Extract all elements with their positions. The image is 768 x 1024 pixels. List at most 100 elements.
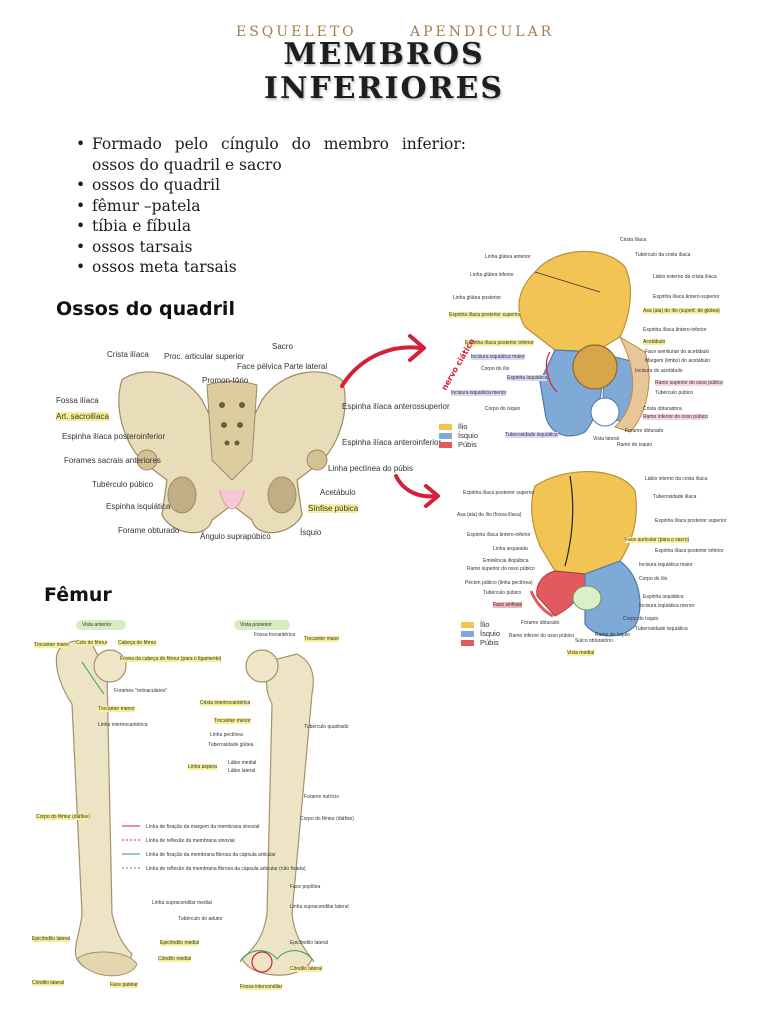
label-face-poplitea: Face poplítea	[290, 884, 321, 890]
label-condilo-medial: Côndilo medial	[158, 956, 192, 962]
legend-isquio: Ísquio	[480, 629, 501, 638]
legend-hip-lateral: Ílio Ísquio Púbis	[439, 422, 478, 449]
label-espinha-as: Espinha ilíaca ântero-superior	[653, 294, 720, 300]
label-espinha-ai: Espinha ilíaca ântero-inferior	[467, 532, 531, 538]
label-promontorio: Promon-tório	[202, 376, 249, 385]
label-face-auricular: Face auricular (para o sacro)	[625, 537, 690, 543]
label-pecten: Pécten púbico (linha pectínea)	[465, 580, 533, 586]
arrow-to-lateral-view-icon	[340, 334, 426, 388]
label-forames-sacrais: Forames sacrais anteriores	[64, 456, 161, 465]
title-line-2: INFERIORES	[263, 71, 505, 106]
label-acetabulo: Acetábulo	[643, 339, 666, 345]
legend-ilio: Ílio	[458, 422, 468, 431]
title-line-1: MEMBROS	[283, 37, 485, 72]
label-linha-glutea-anterior: Linha glútea anterior	[485, 254, 531, 260]
section-heading-femur: Fêmur	[44, 584, 112, 606]
label-espinha-isquiatica: Espinha isquiática	[106, 502, 171, 511]
label-sulco-obturatorio: Sulco obturatório	[575, 638, 613, 644]
label-trocanter-maior-ant: Trocanter maior	[34, 642, 70, 648]
label-incisura-isq-menor: Incisura isquiática menor	[639, 603, 695, 609]
label-cabeca-femur: Cabeça do fêmur	[118, 640, 157, 646]
section-heading-hip: Ossos do quadril	[56, 298, 235, 320]
label-espinha-pi: Espinha ilíaca posterior inferior	[465, 340, 534, 346]
bullet-item: tíbia e fíbula	[76, 216, 466, 237]
label-linha-intertrocanterica: Linha intertrocantérica	[98, 722, 148, 728]
label-condilo-lateral-ant: Côndilo lateral	[32, 980, 64, 986]
label-linha-fixacao-fibrosa: Linha de fixação da membrana fibrosa da …	[146, 852, 276, 858]
femur-illustration: Vista anterior Vista posterior Trocanter…	[32, 614, 354, 998]
label-labio-externo: Lábio externo da crista ilíaca	[653, 274, 717, 280]
label-tuberculo-quadrado: Tubérculo quadrado	[304, 724, 349, 730]
label-ramo-inferior-pubis: Ramo inferior do osso púbico	[643, 414, 709, 420]
hip-medial-drawing	[529, 470, 641, 637]
label-ramo-inferior-pubis: Ramo inferior do osso púbico	[509, 633, 575, 639]
label-espinha-ai: Espinha ilíaca anteroinferior	[342, 438, 442, 447]
label-face-semilunar: Face semilunar do acetábulo	[645, 349, 710, 355]
femur-drawing	[55, 620, 315, 977]
label-forame-obturado: Forame obturado	[521, 620, 560, 626]
label-parte-lateral: Parte lateral	[284, 362, 328, 371]
label-vista-posterior: Vista posterior	[240, 622, 272, 628]
hip-medial-illustration: Lábio interno da crista ilíaca Tuberosid…	[435, 466, 735, 660]
legend-pubis: Púbis	[480, 638, 499, 647]
arrow-to-medial-view-icon	[394, 474, 440, 508]
label-corpo-isquio: Corpo do ísquio	[623, 616, 659, 622]
label-epicondilo-medial: Epicôndilo medial	[160, 940, 200, 946]
label-incisura-isq-maior: Incisura isquiática maior	[471, 354, 525, 360]
eyebrow-subtitle: ESQUELETO APENDICULAR	[0, 24, 768, 42]
label-forame-obturado: Forame obturado	[625, 428, 664, 434]
label-face-pelvica: Face pélvica	[237, 362, 282, 371]
label-espinha-pi: Espinha ilíaca posterior inferior	[655, 548, 724, 554]
label-espinha-isquiatica: Espinha isquiática	[507, 375, 548, 381]
bullet-item: ossos do quadril	[76, 175, 466, 196]
label-fovea: Fóvea da cabeça do fêmur (para o ligamen…	[120, 656, 222, 662]
label-linha-glutea-inferior: Linha glútea inferior	[470, 272, 514, 278]
label-corpo-ilio: Corpo do ílio	[639, 576, 668, 582]
label-proc-articular: Proc. articular superior	[164, 352, 245, 361]
label-ramo-isquio: Ramo do ísquio	[595, 632, 631, 638]
label-tuberosidade-isq: Tuberosidade isquiática	[635, 626, 688, 632]
label-labio-medial: Lábio medial	[228, 760, 257, 766]
label-linha-reflexao-sinovial: Linha de reflexão da membrana sinovial	[146, 838, 235, 844]
label-ramo-superior-pubis: Ramo superior do osso púbico	[467, 566, 535, 572]
label-crista-intertrocanterica: Crista intertrocantérica	[200, 700, 251, 706]
label-linha-glutea-posterior: Linha glútea posterior	[453, 295, 502, 301]
label-forame-obturado: Forame obturado	[118, 526, 180, 535]
label-incisura-isq-maior: Incisura isquiática maior	[639, 562, 693, 568]
bullet-list: Formado pelo cíngulo do membro inferior:…	[76, 134, 466, 278]
label-trocanter-maior-post: Trocanter maior	[304, 636, 340, 642]
label-linha-arqueada: Linha arqueada	[493, 546, 528, 552]
label-labio-interno: Lábio interno da crista ilíaca	[645, 476, 708, 482]
label-condilo-lateral-post: Côndilo lateral	[290, 966, 322, 972]
label-fossa-intercondilar: Fossa intercondilar	[240, 984, 283, 990]
label-sacro: Sacro	[272, 342, 293, 351]
label-trocanter-menor-ant: Trocanter menor	[98, 706, 135, 712]
label-ramo-do-isquio: Ramo do ísquio	[617, 442, 653, 448]
bullet-item: ossos tarsais	[76, 237, 466, 258]
label-fossa-iliaca: Fossa ilíaca	[56, 396, 99, 405]
legend-pubis: Púbis	[458, 440, 477, 449]
label-forames-retinaculares: Forames "retinaculares"	[114, 688, 168, 694]
label-espinha-as: Espinha ilíaca anterossuperior	[342, 402, 450, 411]
legend-ilio: Ílio	[480, 620, 490, 629]
legend-isquio: Ísquio	[458, 431, 479, 440]
label-face-patelar: Face patelar	[110, 982, 138, 988]
label-asa-ilio: Asa (ala) do ílio (superf. de glútea)	[643, 308, 720, 314]
label-espinha-pi: Espinha ilíaca posteroinferior	[62, 432, 166, 441]
label-espinha-isquiatica: Espinha isquiática	[643, 594, 684, 600]
label-tuberculo-pubico: Tubérculo púbico	[655, 390, 694, 396]
label-incisura-acetabulo: Incisura do acetábulo	[635, 368, 683, 374]
label-epicondilo-lateral-ant: Epicôndilo lateral	[32, 936, 71, 942]
label-linha-pectinea: Linha pectínea do púbis	[328, 464, 413, 473]
hip-lateral-illustration: Crista ilíaca Tubérculo da crista ilíaca…	[435, 232, 735, 452]
label-isquio: Ísquio	[300, 528, 322, 537]
label-epicondilo-lateral-post: Epicôndilo lateral	[290, 940, 329, 946]
label-espinha-as: Espinha ilíaca posterior superior	[463, 490, 535, 496]
label-tuberculo-pubico: Tubérculo púbico	[92, 480, 154, 489]
label-angulo-subpubico: Ângulo suprapúbico	[200, 532, 271, 541]
label-corpo-do-ilio: Corpo do ílio	[481, 366, 510, 372]
label-corpo-femur-ant: Corpo do fêmur (diáfise)	[36, 814, 90, 820]
label-linha-aspera: Linha áspera	[188, 764, 217, 770]
label-face-sinfisial: Face sinfisial	[493, 602, 522, 608]
label-sinfise: Sínfise púbica	[308, 504, 359, 513]
